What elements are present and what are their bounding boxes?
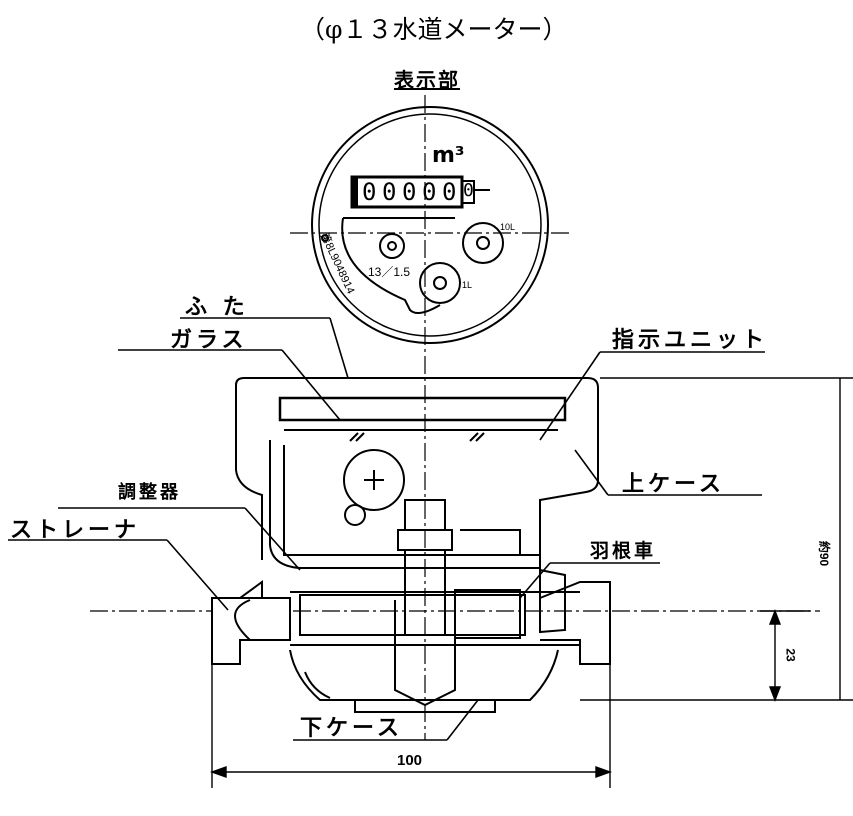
diagram-caption: （φ１３水道メーター） [300, 15, 568, 44]
small-dial-10l-label: 10L [500, 222, 516, 232]
leader-lines [8, 317, 765, 741]
small-dial-1l-label: 1L [462, 280, 473, 290]
part-label-impeller: 羽根車 [590, 540, 657, 562]
part-label-upper-case: 上ケース [622, 472, 725, 497]
counter-fill [352, 177, 358, 207]
display-section-label: 表示部 [394, 68, 460, 92]
dial-face [311, 106, 549, 344]
part-label-indicator-unit: 指示ユニット [612, 328, 769, 353]
dimension-height-center: 23 [783, 648, 798, 662]
part-label-regulator: 調整器 [118, 482, 181, 503]
part-label-lid: ふ た [185, 295, 249, 320]
dimension-length: 100 [397, 752, 423, 769]
dimension-height-total: 約90 [817, 540, 832, 567]
unit-label: m³ [432, 143, 465, 168]
meter-body [211, 377, 611, 713]
counter-digit: 0 [402, 178, 417, 206]
counter-extra-digit: 0 [463, 180, 474, 201]
dimension-lines [209, 377, 853, 788]
part-label-lower-case: 下ケース [300, 716, 403, 741]
counter-digit: 0 [422, 178, 437, 206]
part-label-glass: ガラス [170, 328, 248, 353]
counter-digit: 0 [362, 178, 377, 206]
counter-digit: 0 [382, 178, 397, 206]
counter-digit: 0 [442, 178, 457, 206]
part-label-strainer: ストレーナ [10, 518, 141, 543]
rating-label: 13／1.5 [368, 265, 411, 279]
